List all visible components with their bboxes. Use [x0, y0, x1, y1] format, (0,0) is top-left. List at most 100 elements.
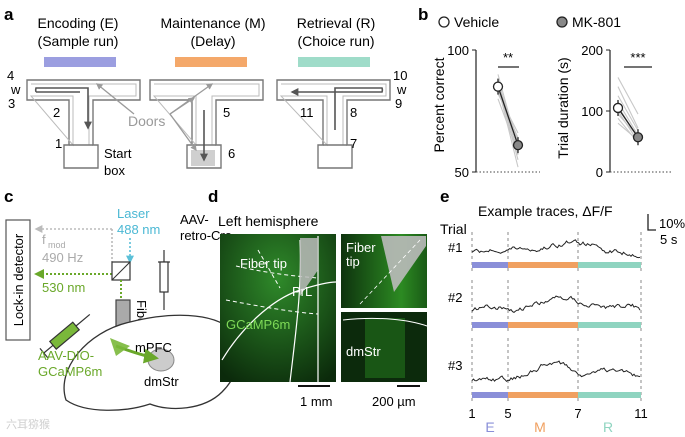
- chart2-mean-point-vehicle: [612, 102, 624, 114]
- aav-retro-label-2: retro-Cre: [180, 228, 232, 243]
- trial1-phase-bar-0: [472, 262, 508, 268]
- trial3-phase-bar-0: [472, 392, 508, 398]
- maze-right-w: w: [396, 82, 407, 97]
- trial3-phase-bar-1: [508, 392, 578, 398]
- beamsplitter-diagonal: [111, 261, 131, 281]
- dmstr-fluorescence: [365, 318, 405, 378]
- fiber-tip-zoom-label-2: tip: [346, 254, 360, 269]
- aav-retro-label-1: AAV-: [180, 212, 209, 227]
- legend-vehicle-label: Vehicle: [454, 14, 499, 30]
- trial-label-1: #1: [448, 240, 462, 255]
- chart1-mean-point-vehicle: [492, 81, 504, 92]
- fiber-tip-overview: [300, 238, 318, 296]
- syringe-retro-icon: [158, 250, 170, 310]
- panel-e: e Example traces, ΔF/F Trial 10% 5 s #1 …: [440, 187, 685, 435]
- trial-label-3: #3: [448, 358, 462, 373]
- chart1-yticklabel-100: 100: [447, 43, 469, 58]
- trial-heading: Trial: [440, 221, 467, 237]
- scale-label-seconds: 5 s: [660, 232, 678, 247]
- lockin-detector-box: [5, 219, 31, 341]
- chart2-sig-label: ***: [630, 50, 645, 65]
- phase-title-retrieval: Retrieval (R): [297, 15, 376, 31]
- fmod-label-f: f: [42, 232, 46, 247]
- maze-right-num-7: 7: [350, 136, 357, 151]
- start-box-label-2: box: [104, 163, 125, 178]
- panel-b: b Vehicle MK-801 Percent correct 100 50 …: [418, 5, 672, 180]
- door-arrows: [95, 83, 214, 152]
- chart1-mean-point-mk801: [512, 140, 524, 151]
- syringe-dio-icon: [39, 313, 91, 358]
- maze-left-num-2: 2: [53, 105, 60, 120]
- chart2-yticklabel-200: 200: [581, 43, 603, 58]
- maze-left-num-3: 3: [8, 96, 15, 111]
- maze-left-num-4: 4: [7, 68, 14, 83]
- fiber-tip-overview-label: Fiber tip: [240, 256, 287, 271]
- phase-letter-m: M: [534, 419, 546, 435]
- chart1-yticklabel-50: 50: [455, 165, 469, 180]
- maze-right-num-8: 8: [350, 105, 357, 120]
- mpfc-injection-site: [110, 338, 130, 356]
- trial2-phase-bar-2: [578, 322, 641, 328]
- traces-title: Example traces, ΔF/F: [478, 203, 613, 219]
- chart2-ylabel: Trial duration (s): [555, 57, 571, 158]
- chart1-mean-line: [497, 86, 519, 146]
- xtick-label-5: 5: [504, 406, 511, 421]
- phase-bar-retrieval: [298, 57, 370, 67]
- panel-e-label: e: [440, 187, 449, 206]
- phase-bar-encoding: [44, 57, 116, 67]
- trial3-phase-bar-2: [578, 392, 641, 398]
- dmstr-label: dmStr: [144, 374, 179, 389]
- start-box-label-1: Start: [104, 146, 132, 161]
- zoom-border-line: [359, 239, 421, 305]
- phase-letter-e: E: [485, 419, 494, 435]
- prl-label: PrL: [292, 284, 312, 299]
- fmod-label-sub: mod: [48, 240, 66, 250]
- dmstr-zoom-label: dmStr: [346, 344, 381, 359]
- chart1-sig-label: **: [503, 50, 513, 65]
- panel-c: c Lock-in detector f mod 490 Hz 530 nm L…: [4, 187, 241, 411]
- trial-label-2: #2: [448, 290, 462, 305]
- trial2-phase-bar-1: [508, 322, 578, 328]
- chart2-pair-line-0: [617, 77, 639, 115]
- legend-vehicle-marker: [438, 16, 450, 28]
- chart2-mean-point-mk801: [632, 132, 644, 143]
- fiber-tip-zoom-label-1: Fiber: [346, 240, 376, 255]
- laser-wavelength: 488 nm: [117, 222, 160, 237]
- panel-d: d Left hemisphere Fiber tip PrL GCaMP6m …: [208, 187, 428, 409]
- green-wavelength: 530 nm: [42, 280, 85, 295]
- xtick-label-1: 1: [468, 406, 475, 421]
- chart-percent-correct: Percent correct 100 50 **: [431, 43, 540, 180]
- phase-title-maintenance: Maintenance (M): [160, 15, 265, 31]
- overview-region-borders: [225, 249, 319, 315]
- dmstr-border: [342, 317, 428, 327]
- panel-c-label: c: [4, 187, 13, 206]
- scale-label-200um: 200 µm: [372, 394, 416, 409]
- watermark: 六耳猕猴: [6, 417, 50, 431]
- phase-subtitle-maintenance: (Delay): [190, 33, 235, 49]
- phase-bar-maintenance: [175, 57, 247, 67]
- phase-subtitle-retrieval: (Choice run): [297, 33, 374, 49]
- xtick-label-11: 11: [634, 406, 648, 421]
- trial2-phase-bar-0: [472, 322, 508, 328]
- maze-left-w: w: [10, 82, 21, 97]
- chart2-pair-line-2: [617, 95, 639, 131]
- scale-bar-traces: [647, 214, 656, 231]
- chart2-pair-line-1: [617, 86, 639, 129]
- phase-subtitle-encoding: (Sample run): [38, 33, 119, 49]
- panel-b-label: b: [418, 5, 428, 24]
- legend-mk801-marker: [556, 16, 568, 28]
- fmod-label-hz: 490 Hz: [42, 250, 83, 265]
- maze-mid-num-5: 5: [223, 105, 230, 120]
- phase-title-encoding: Encoding (E): [38, 15, 119, 31]
- gcamp-label: GCaMP6m: [226, 317, 290, 332]
- trial1-trace: [471, 239, 641, 259]
- scale-label-percent: 10%: [659, 216, 685, 231]
- maze-maintenance: [149, 79, 264, 169]
- chart1-ylabel: Percent correct: [431, 57, 447, 152]
- aav-dio-label-2: GCaMP6m: [38, 364, 102, 379]
- trial2-trace: [471, 295, 641, 314]
- maze-right-num-10: 10: [393, 68, 407, 83]
- aav-dio-label-1: AAV-DIO-: [38, 348, 94, 363]
- fiber-tip-zoom: [381, 236, 426, 292]
- chart2-means: [612, 99, 644, 146]
